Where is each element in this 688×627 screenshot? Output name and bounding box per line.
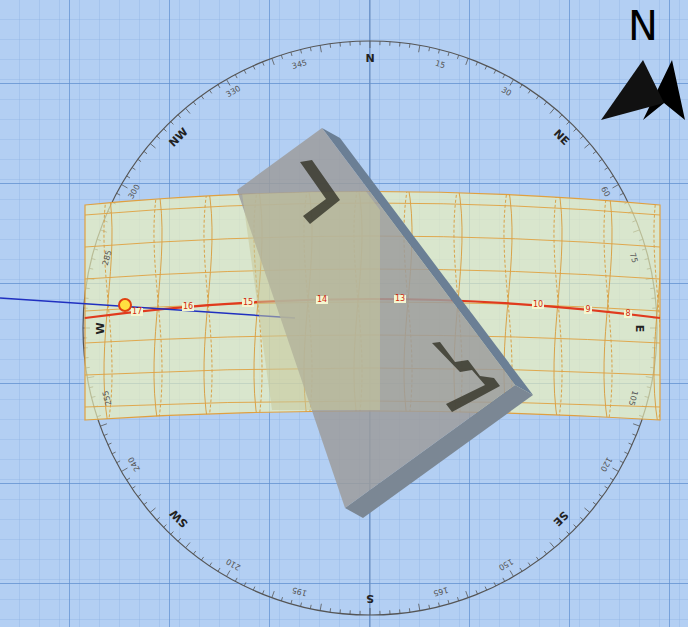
hour-label: 8 [624,310,631,318]
bearing-degree: 240 [127,455,142,472]
compass-direction: NW [168,126,191,149]
hour-label: 15 [242,299,254,307]
bearing-degree: 300 [127,183,142,200]
hour-label: 13 [394,295,406,303]
compass-direction: SE [552,510,571,529]
bearing-degree: 60 [600,186,612,199]
compass-direction: S [366,593,374,604]
sun-marker [119,299,131,311]
compass-direction: W [94,322,105,334]
bearing-degree: 330 [225,85,242,100]
compass-direction: NE [551,127,571,147]
hour-label: 17 [131,308,143,316]
shadow [300,160,340,224]
bearing-degree: 345 [291,59,308,71]
bearing-degree: 30 [500,86,513,98]
compass-direction: E [634,324,645,332]
bearing-degree: 255 [101,390,113,407]
hour-label: 14 [316,296,328,304]
building-slab [237,128,515,508]
bearing-degree: 150 [497,556,514,571]
north-label: N [628,6,658,46]
compass-direction: SW [168,508,190,530]
bearing-degree: 105 [627,390,639,407]
bearing-degree: 120 [598,455,613,472]
compass-direction: N [365,53,374,64]
bearing-degree: 75 [628,252,638,264]
hour-label: 9 [584,306,591,314]
bearing-degree: 210 [225,556,242,571]
hour-label: 10 [532,301,544,309]
north-arrow [601,60,664,120]
slab-band-overlay [242,133,380,410]
bearing-degree: 165 [432,585,449,597]
bearing-degree: 15 [434,60,446,70]
hour-label: 16 [182,303,194,311]
shadow [432,342,500,412]
bearing-degree: 285 [101,249,113,266]
bearing-degree: 195 [291,585,308,597]
sun-ray [0,298,295,318]
